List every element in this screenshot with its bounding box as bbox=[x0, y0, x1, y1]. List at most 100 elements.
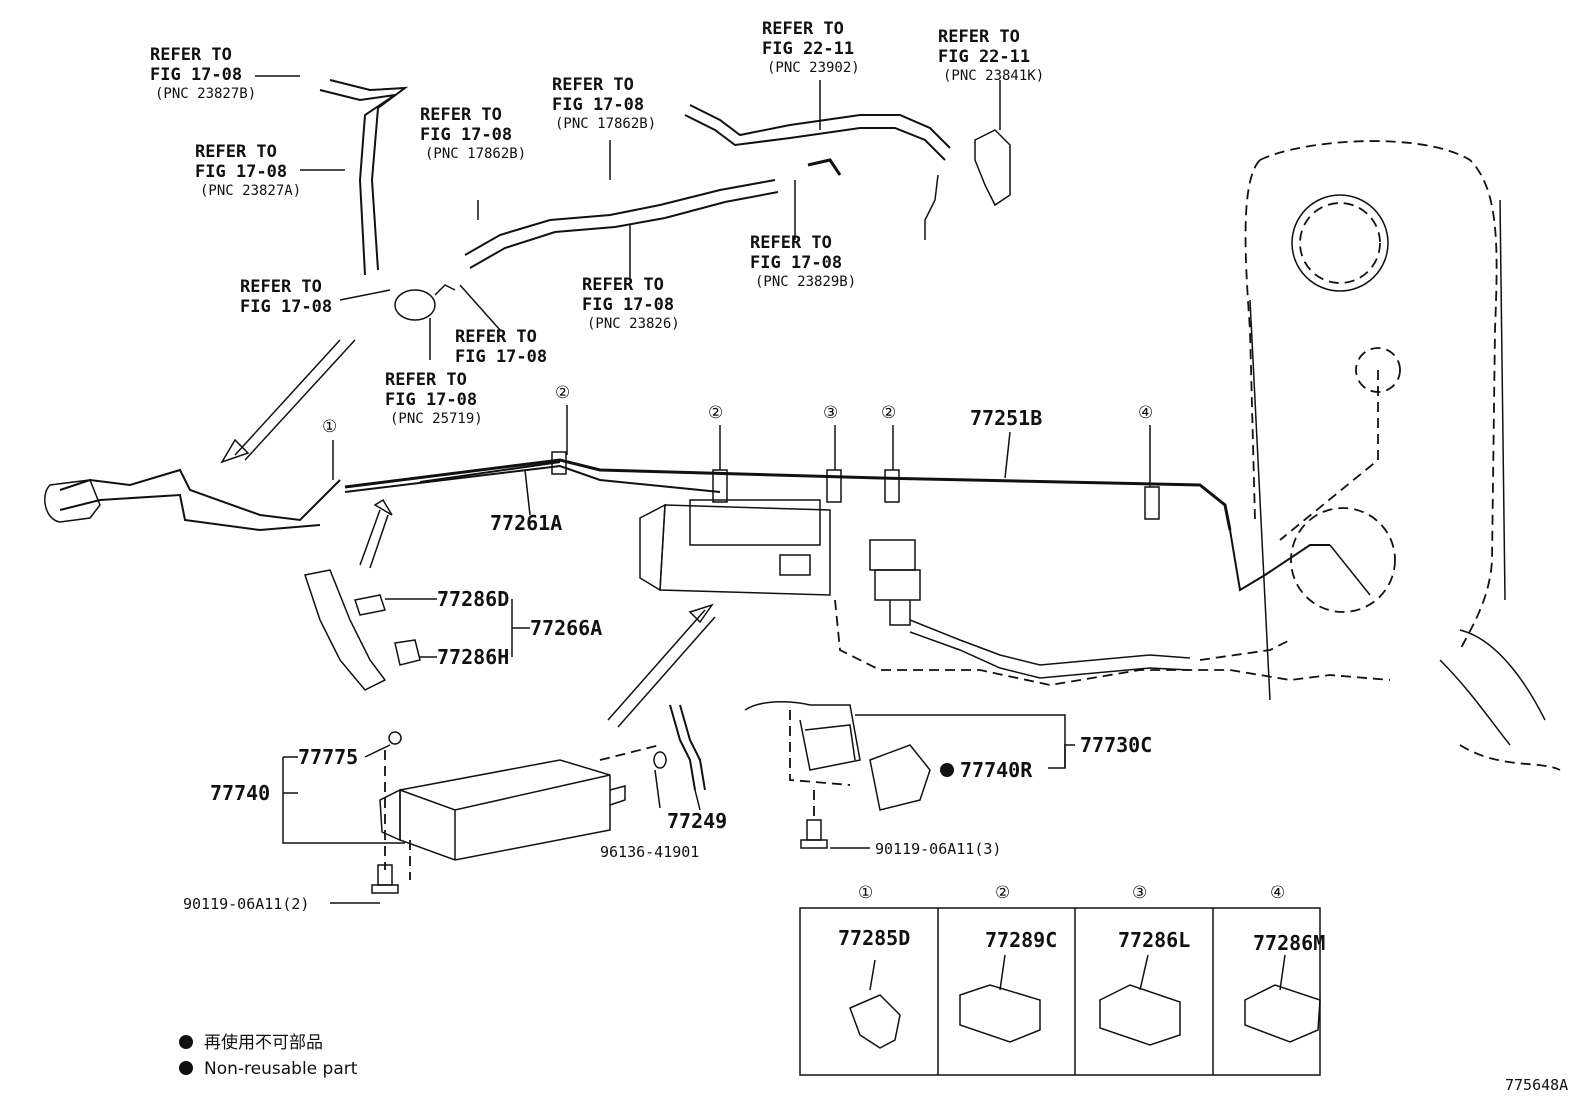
ref-line1: REFER TO bbox=[385, 370, 467, 390]
pipe-clips bbox=[551, 451, 1160, 520]
ref-line2: FIG 17-08 bbox=[385, 390, 477, 410]
table-part-77286L: 77286L bbox=[1118, 928, 1190, 952]
ref-line1: REFER TO bbox=[552, 75, 634, 95]
clip-77286L-sketch bbox=[1099, 954, 1181, 1046]
ref-line2: FIG 22-11 bbox=[762, 39, 854, 59]
callout-4: ④ bbox=[1138, 403, 1153, 423]
front-vapor-line bbox=[44, 468, 341, 532]
callout-1a: ① bbox=[322, 417, 337, 437]
filler-neck bbox=[1439, 629, 1561, 771]
callout-3: ③ bbox=[823, 403, 838, 423]
refer-label-10: REFER TO FIG 17-08 bbox=[455, 327, 547, 367]
ref-line2: FIG 17-08 bbox=[420, 125, 512, 145]
table-num-3: ③ bbox=[1132, 883, 1147, 903]
ref-pnc: (PNC 23902) bbox=[767, 60, 860, 76]
fuel-tank bbox=[1244, 140, 1506, 701]
clip-77286M-sketch bbox=[1244, 954, 1321, 1043]
part-77730C: 77730C bbox=[1080, 733, 1152, 757]
refer-label-2: REFER TO FIG 17-08 (PNC 23827A) bbox=[195, 142, 301, 199]
assembly-arrows bbox=[220, 339, 716, 728]
upper-hoses bbox=[319, 79, 1011, 321]
refer-label-5: REFER TO FIG 22-11 (PNC 23902) bbox=[762, 19, 860, 76]
refer-label-1: REFER TO FIG 17-08 (PNC 23827B) bbox=[150, 45, 256, 102]
ref-line1: REFER TO bbox=[762, 19, 844, 39]
part-90119-06A11-3: 90119-06A11(3) bbox=[875, 840, 1001, 858]
ref-line1: REFER TO bbox=[455, 327, 537, 347]
ref-pnc: (PNC 17862B) bbox=[425, 146, 526, 162]
part-90119-06A11-2: 90119-06A11(2) bbox=[183, 895, 309, 913]
refer-label-11: REFER TO FIG 17-08 (PNC 25719) bbox=[385, 370, 483, 427]
svg-text:④: ④ bbox=[1138, 403, 1153, 423]
svg-text:①: ① bbox=[322, 417, 337, 437]
non-reusable-dot bbox=[940, 763, 954, 777]
callout-2a: ② bbox=[555, 383, 570, 403]
part-77266A: 77266A bbox=[530, 616, 602, 640]
fuel-pipe-lines bbox=[344, 458, 1391, 686]
part-96136-41901: 96136-41901 bbox=[600, 843, 699, 861]
ref-pnc: (PNC 23826) bbox=[587, 316, 680, 332]
refer-label-7: REFER TO FIG 17-08 (PNC 23829B) bbox=[750, 233, 856, 290]
callout-2c: ② bbox=[881, 403, 896, 423]
charcoal-canister bbox=[379, 731, 661, 880]
svg-text:②: ② bbox=[708, 403, 723, 423]
part-77286D: 77286D bbox=[437, 587, 509, 611]
ref-pnc: (PNC 25719) bbox=[390, 411, 483, 427]
callout-2b: ② bbox=[708, 403, 723, 423]
ref-line2: FIG 17-08 bbox=[455, 347, 547, 367]
refer-label-3: REFER TO FIG 17-08 (PNC 17862B) bbox=[420, 105, 526, 162]
table-num-4: ④ bbox=[1270, 883, 1285, 903]
ref-line1: REFER TO bbox=[750, 233, 832, 253]
ref-pnc: (PNC 23827A) bbox=[200, 183, 301, 199]
refer-label-4: REFER TO FIG 17-08 (PNC 17862B) bbox=[552, 75, 656, 132]
part-77251B: 77251B bbox=[970, 406, 1042, 430]
legend-en: Non-reusable part bbox=[204, 1059, 358, 1079]
table-part-77286M: 77286M bbox=[1253, 931, 1325, 955]
refer-label-9: REFER TO FIG 17-08 (PNC 23826) bbox=[582, 275, 680, 332]
ref-pnc: (PNC 23827B) bbox=[155, 86, 256, 102]
refer-label-6: REFER TO FIG 22-11 (PNC 23841K) bbox=[938, 27, 1044, 84]
ref-line1: REFER TO bbox=[582, 275, 664, 295]
ref-line2: FIG 17-08 bbox=[195, 162, 287, 182]
ref-pnc: (PNC 17862B) bbox=[555, 116, 656, 132]
svg-text:③: ③ bbox=[823, 403, 838, 423]
ref-line1: REFER TO bbox=[150, 45, 232, 65]
clip-77285D-sketch bbox=[849, 959, 901, 1049]
installed-canister bbox=[639, 499, 921, 626]
part-77249: 77249 bbox=[667, 809, 727, 833]
part-77740R: 77740R bbox=[960, 758, 1033, 782]
part-77261A: 77261A bbox=[490, 511, 562, 535]
ref-line2: FIG 17-08 bbox=[150, 65, 242, 85]
part-77286H: 77286H bbox=[437, 645, 509, 669]
ref-line1: REFER TO bbox=[240, 277, 322, 297]
leader-lines bbox=[255, 75, 1151, 904]
ref-line1: REFER TO bbox=[938, 27, 1020, 47]
svg-text:②: ② bbox=[555, 383, 570, 403]
vsv-bracket bbox=[744, 700, 931, 811]
ref-line1: REFER TO bbox=[195, 142, 277, 162]
refer-label-8: REFER TO FIG 17-08 bbox=[240, 277, 332, 317]
hose-77249 bbox=[653, 704, 706, 791]
bolt-right bbox=[800, 790, 828, 849]
table-num-1: ① bbox=[858, 883, 873, 903]
diagram-id: 775648A bbox=[1505, 1076, 1568, 1094]
legend: 再使用不可部品 Non-reusable part bbox=[179, 1032, 358, 1079]
part-77740: 77740 bbox=[210, 781, 270, 805]
bracket-77266A bbox=[304, 569, 421, 691]
table-num-2: ② bbox=[995, 883, 1010, 903]
clip-table: ① ② ③ ④ 77285D 77289C 77286L 77286M bbox=[799, 883, 1325, 1076]
part-77775: 77775 bbox=[298, 745, 358, 769]
table-part-77289C: 77289C bbox=[985, 928, 1057, 952]
ref-line1: REFER TO bbox=[420, 105, 502, 125]
ref-line2: FIG 17-08 bbox=[582, 295, 674, 315]
ref-line2: FIG 22-11 bbox=[938, 47, 1030, 67]
ref-pnc: (PNC 23829B) bbox=[755, 274, 856, 290]
table-part-77285D: 77285D bbox=[838, 926, 910, 950]
svg-text:②: ② bbox=[881, 403, 896, 423]
bolt-left bbox=[371, 864, 399, 894]
clip-77289C-sketch bbox=[959, 954, 1041, 1043]
ref-line2: FIG 17-08 bbox=[552, 95, 644, 115]
ref-line2: FIG 17-08 bbox=[240, 297, 332, 317]
ref-line2: FIG 17-08 bbox=[750, 253, 842, 273]
